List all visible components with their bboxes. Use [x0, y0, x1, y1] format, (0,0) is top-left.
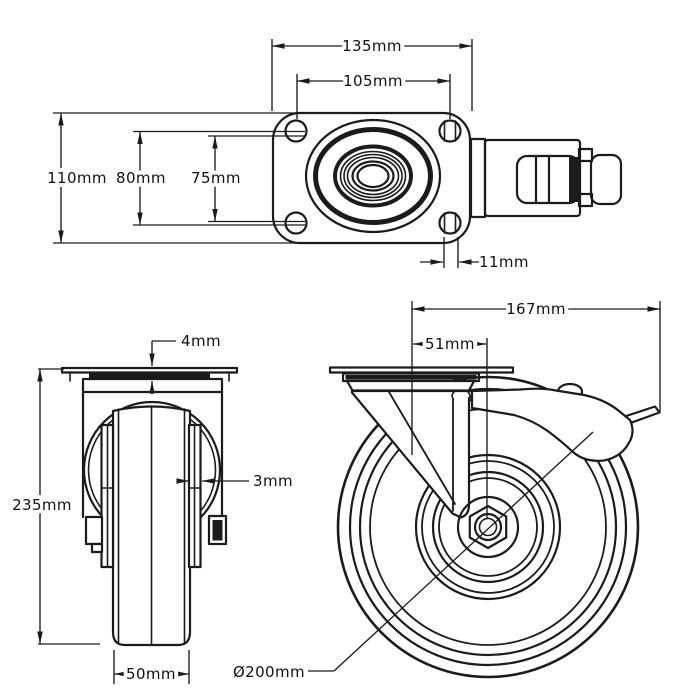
dim-label-235mm: 235mm — [12, 496, 72, 514]
dim-label-135mm: 135mm — [342, 37, 402, 55]
dim-label-3mm: 3mm — [253, 472, 293, 490]
fork-leg-left-lines — [100, 424, 114, 568]
top-plate-view: 135mm 105mm 110mm 80mm 75mm — [43, 33, 623, 275]
axle-center — [478, 517, 498, 537]
dim-overall-height: 235mm — [8, 368, 100, 645]
dim-label-11mm: 11mm — [479, 253, 529, 271]
fork-inner-edge — [388, 391, 456, 505]
brake-pedal-top — [469, 137, 623, 219]
axle-ring — [473, 512, 503, 542]
dim-hole-spacing-width: 105mm — [296, 68, 451, 119]
plate-thickness-bar — [89, 372, 210, 379]
slot-edge-lines — [443, 120, 457, 234]
brake-body — [483, 138, 582, 218]
dim-plate-width: 135mm — [271, 33, 473, 111]
dim-wheel-diameter: Ø200mm — [229, 431, 594, 685]
front-view: 4mm 3mm 235mm 50mm — [8, 328, 297, 687]
pedal-ridges — [534, 154, 551, 205]
side-raceway — [345, 379, 476, 392]
dim-bracket-thickness: 3mm — [176, 468, 297, 494]
dim-wheel-width: 50mm — [113, 650, 190, 687]
dim-overall-length: 167mm — [411, 296, 661, 455]
brake-bracket — [469, 137, 487, 219]
pedal-dark-edge — [569, 157, 579, 202]
brake-housing — [470, 387, 634, 462]
fork-leg-right-lines — [188, 424, 202, 568]
dim-swivel-offset: 51mm — [413, 331, 488, 519]
diameter-leader-diagonal — [333, 431, 594, 672]
dim-label-200mm: Ø200mm — [233, 663, 305, 681]
dim-label-110mm: 110mm — [47, 169, 107, 187]
plate-end-ticks — [69, 371, 230, 382]
dim-label-105mm: 105mm — [343, 72, 403, 90]
dim-label-50mm: 50mm — [126, 665, 176, 683]
dim-label-51mm: 51mm — [425, 335, 475, 353]
dim-hole-spacing-depth-min: 75mm — [187, 135, 305, 223]
top-plate-edge — [60, 366, 239, 374]
pedal-tab — [577, 147, 594, 163]
dim-label-4mm: 4mm — [181, 332, 221, 350]
dim-label-75mm: 75mm — [191, 169, 241, 187]
dim-hole-diameter: 11mm — [420, 237, 533, 275]
wheel-front-lines — [117, 405, 186, 646]
dim-label-167mm: 167mm — [506, 300, 566, 318]
dim-hole-spacing-depth-max: 80mm — [112, 130, 305, 226]
hub-ring — [456, 495, 520, 559]
side-view: 167mm 51mm Ø200mm — [229, 296, 661, 685]
axle-nut-dark — [212, 520, 223, 541]
bolt-hole-slotted — [438, 119, 462, 143]
pedal-tip — [589, 153, 623, 206]
axle-bolt-head — [84, 515, 104, 546]
bolt-hole-slotted — [438, 211, 462, 235]
dim-label-80mm: 80mm — [116, 169, 166, 187]
side-plate-dark — [345, 375, 477, 380]
dim-plate-thickness: 4mm — [149, 328, 225, 394]
swivel-raceway-rings — [304, 118, 442, 234]
axle-bolt-step — [90, 542, 104, 554]
bolt-hole — [284, 211, 308, 235]
side-plate-edge — [328, 366, 515, 374]
dim-plate-depth: 110mm — [43, 112, 300, 244]
fork-body-sides — [81, 390, 224, 519]
